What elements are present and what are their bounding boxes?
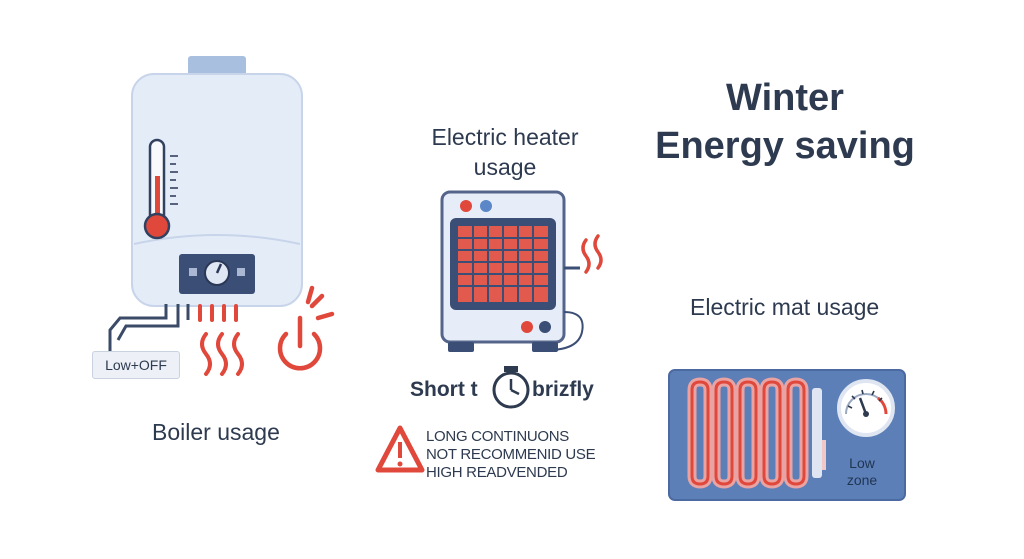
- heater-tip-left: Short t: [410, 378, 478, 401]
- warning-line-3: HIGH READVENDED: [426, 464, 568, 481]
- mat-zone-line-2: zone: [846, 472, 878, 488]
- boiler-label: Boiler usage: [152, 419, 280, 445]
- timer-icon: [492, 366, 530, 409]
- mat-label: Electric mat usage: [690, 294, 880, 320]
- dial-icon: [179, 254, 255, 294]
- warning-icon: [375, 425, 425, 473]
- heater-label-line-2: usage: [473, 154, 537, 180]
- mat-zone-line-1: Low: [849, 455, 875, 471]
- heater-label: Electric heater usage: [400, 122, 610, 182]
- title-line-1: Winter: [726, 77, 844, 119]
- heater-label-line-1: Electric heater: [431, 124, 579, 150]
- warning-line-1: LONG CONTINUONS: [426, 428, 570, 445]
- space-heater-icon: [440, 190, 603, 352]
- mat-zone-label: Low zone: [834, 455, 890, 489]
- power-icon: [277, 285, 335, 371]
- gauge-icon: [837, 379, 895, 437]
- boiler-switch-label: Low+OFF: [92, 351, 180, 379]
- thermometer-icon: [143, 138, 178, 240]
- heat-waves-icon: [198, 304, 244, 376]
- title-line-2: Energy saving: [655, 125, 915, 167]
- heater-warning-text: LONG CONTINUONS NOT RECOMMENID USE HIGH …: [426, 428, 596, 482]
- page-title: Winter Energy saving: [640, 74, 930, 170]
- heater-tip-right: brizfly: [532, 378, 594, 401]
- warning-line-2: NOT RECOMMENID USE: [426, 446, 596, 463]
- boiler-icon: [108, 56, 303, 352]
